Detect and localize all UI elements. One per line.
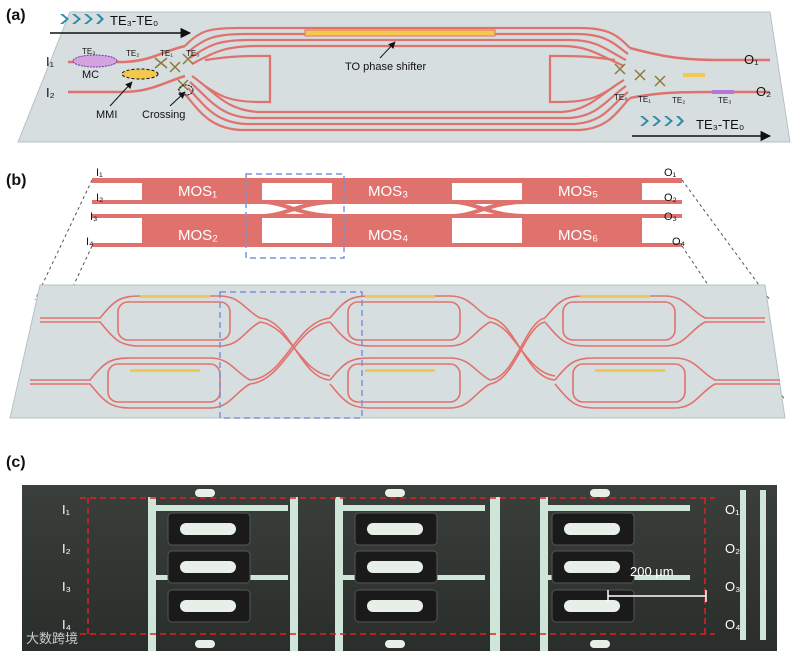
mode-arrow-bottom bbox=[632, 116, 772, 142]
mode-te2-left: TE₂ bbox=[126, 49, 139, 58]
schematic-switches bbox=[92, 178, 682, 247]
crossing-highlight-box bbox=[245, 173, 345, 259]
c-output-o4: O₄ bbox=[725, 617, 740, 632]
phase-shifter-label: TO phase shifter bbox=[345, 61, 426, 73]
mode-top-label: TE₃-TE₀ bbox=[110, 13, 158, 28]
mode-te3-left: TE₃ bbox=[82, 47, 95, 56]
mos3-label: MOS₃ bbox=[368, 183, 408, 200]
b-output-o1: O₁ bbox=[664, 167, 677, 179]
c-input-i1: I₁ bbox=[62, 502, 71, 517]
mos6-label: MOS₆ bbox=[558, 227, 598, 244]
mos2-label: MOS₂ bbox=[178, 227, 218, 244]
crossing-label: Crossing bbox=[142, 109, 185, 121]
right-mux bbox=[614, 46, 770, 100]
c-input-i3: I₃ bbox=[62, 579, 71, 594]
input-i2: I₂ bbox=[46, 85, 55, 100]
mode-te3-right: TE₃ bbox=[718, 96, 731, 105]
mode-arrow-top bbox=[50, 14, 192, 39]
panel-a: (a) TE₃-TE₀ I₁ I₂ bbox=[6, 7, 791, 143]
panel-c: (c) bbox=[6, 454, 777, 651]
c-output-o1: O₁ bbox=[725, 502, 740, 517]
panel-a-label: (a) bbox=[6, 7, 26, 24]
c-output-o3: O₃ bbox=[725, 579, 740, 594]
left-mux bbox=[72, 53, 194, 96]
c-input-i2: I₂ bbox=[62, 541, 71, 556]
input-waveguides bbox=[68, 44, 186, 94]
watermark-text: 大数跨境 bbox=[26, 631, 78, 646]
scale-bar bbox=[607, 590, 707, 602]
mode-te0-left: TE₀ bbox=[186, 49, 200, 58]
input-i1: I₁ bbox=[46, 54, 55, 69]
b-output-o4: O₄ bbox=[672, 236, 686, 248]
mos5-label: MOS₅ bbox=[558, 183, 598, 200]
mmi-label: MMI bbox=[96, 109, 117, 121]
device-frame bbox=[80, 497, 715, 635]
c-input-i4: I₄ bbox=[62, 617, 71, 632]
b-input-i3: I₃ bbox=[90, 211, 98, 223]
panel-b: (b) MOS₁ MOS₂ MOS₃ MOS₄ MOS₅ MOS₆ I₁ bbox=[6, 167, 786, 419]
mode-te1-right: TE₁ bbox=[638, 95, 651, 104]
network-heaters bbox=[130, 295, 665, 372]
output-o2: O₂ bbox=[756, 84, 771, 99]
b-input-i1: I₁ bbox=[96, 167, 103, 179]
mos1-label: MOS₁ bbox=[178, 183, 217, 200]
b-input-i2: I₂ bbox=[96, 192, 103, 204]
mos4-label: MOS₄ bbox=[368, 227, 408, 244]
network-highlight-box bbox=[219, 291, 363, 419]
panel-b-label: (b) bbox=[6, 172, 26, 189]
mode-te1-left: TE₁ bbox=[160, 49, 173, 58]
b-output-o3: O₃ bbox=[664, 211, 677, 223]
schematic-crossings bbox=[261, 200, 526, 218]
c-output-o2: O₂ bbox=[725, 541, 740, 556]
b-output-o2: O₂ bbox=[664, 192, 677, 204]
panel-c-label: (c) bbox=[6, 454, 26, 471]
heater-pads bbox=[167, 489, 635, 648]
network-slab bbox=[9, 284, 786, 419]
scale-bar-label: 200 µm bbox=[630, 564, 674, 579]
mc-label: MC bbox=[82, 69, 99, 81]
output-o1: O₁ bbox=[744, 52, 759, 67]
to-phase-shifter bbox=[304, 29, 496, 37]
network-waveguides bbox=[30, 295, 780, 409]
mode-bottom-label: TE₃-TE₀ bbox=[696, 117, 744, 132]
mode-te0-right: TE₀ bbox=[614, 93, 628, 102]
b-input-i4: I₄ bbox=[86, 236, 94, 248]
mode-te2-right: TE₂ bbox=[672, 96, 685, 105]
